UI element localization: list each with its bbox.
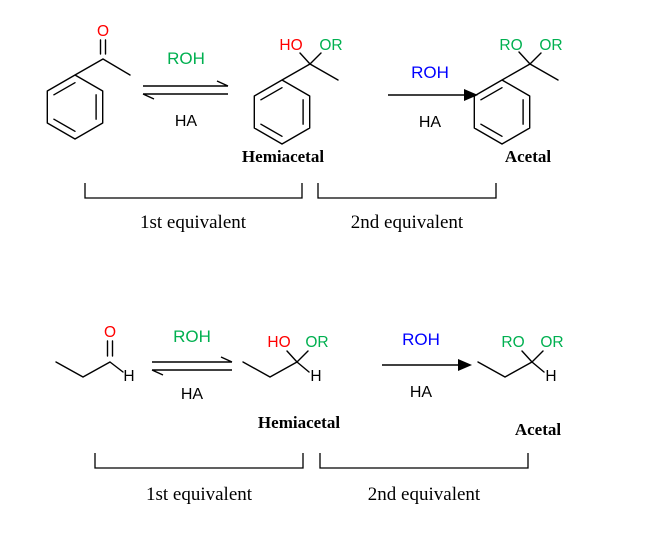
forward-arrowhead-aldehyde [458,359,472,371]
acetal-h-label-aldehyde: H [545,368,556,385]
roh-step2-aldehyde-label: ROH [402,330,440,349]
ketone-scheme: O ROH HA HO OR Hemiacetal ROH HA RO OR A… [46,23,563,233]
hemiacetal-or-label-ketone: OR [319,37,342,54]
hemiacetal-h-label-aldehyde: H [310,368,321,385]
first-equivalent-bracket-ketone [84,183,303,199]
acetal-ketone-skeleton [473,51,559,145]
second-equivalent-bracket-ketone [317,183,497,199]
acetal-ro-label-aldehyde: RO [501,334,524,351]
first-equivalent-label-ketone: 1st equivalent [140,212,247,233]
equilibrium-arrows-ketone [142,80,229,100]
hemiacetal-ho-label-ketone: HO [279,37,302,54]
roh-step1-ketone-label: ROH [167,49,205,68]
aldehyde-oxygen-label: O [104,324,116,341]
propanal-skeleton [55,340,124,378]
acetal-name-aldehyde: Acetal [515,420,562,439]
ha-step2-ketone-label: HA [419,114,442,131]
acetal-aldehyde-skeleton [477,350,545,378]
equilibrium-arrows-aldehyde [151,356,233,376]
acetal-name-ketone: Acetal [505,147,552,166]
acetal-or-label-aldehyde: OR [540,334,563,351]
acetal-or-label-ketone: OR [539,37,562,54]
roh-step2-ketone-label: ROH [411,63,449,82]
ha-step1-aldehyde-label: HA [181,386,204,403]
hemiacetal-or-label-aldehyde: OR [305,334,328,351]
ha-step1-ketone-label: HA [175,113,198,130]
first-equivalent-label-aldehyde: 1st equivalent [146,484,253,505]
hemiacetal-aldehyde-skeleton [242,350,310,378]
forward-arrowhead-ketone [464,89,478,101]
hemiacetal-name-aldehyde: Hemiacetal [258,413,340,432]
ha-step2-aldehyde-label: HA [410,384,433,401]
second-equivalent-label-ketone: 2nd equivalent [351,212,464,233]
aldehyde-scheme: O H ROH HA HO OR H Hemiacetal ROH HA RO … [55,324,564,505]
acetal-ro-label-ketone: RO [499,37,522,54]
roh-step1-aldehyde-label: ROH [173,327,211,346]
carbonyl-oxygen-label: O [97,23,109,40]
hemiacetal-ketone-skeleton [253,52,339,145]
hemiacetal-name-ketone: Hemiacetal [242,147,324,166]
first-equivalent-bracket-aldehyde [94,453,304,469]
second-equivalent-label-aldehyde: 2nd equivalent [368,484,481,505]
second-equivalent-bracket-aldehyde [319,453,529,469]
hemiacetal-ho-label-aldehyde: HO [267,334,290,351]
acetophenone-skeleton [46,39,131,140]
aldehyde-h-label: H [123,368,134,385]
